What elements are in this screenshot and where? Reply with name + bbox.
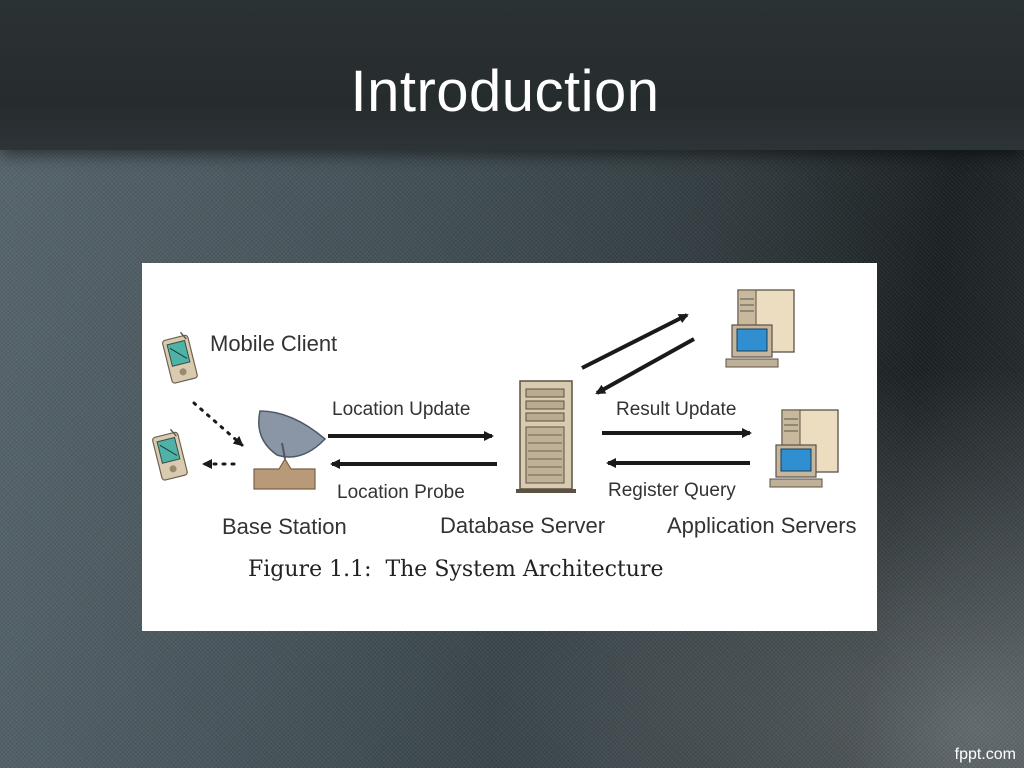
watermark: fppt.com (954, 746, 1016, 763)
mobile-client-label: Mobile Client (210, 331, 337, 356)
title-band: Introduction (0, 0, 1024, 150)
figure-caption: Figure 1.1: The System Architecture (248, 557, 664, 582)
pda-icon (152, 428, 188, 481)
server-tower-icon (516, 380, 576, 493)
satellite-dish-icon (253, 410, 327, 490)
location-probe-label: Location Probe (337, 482, 465, 503)
database-server-label: Database Server (440, 513, 605, 538)
base-station-label: Base Station (222, 514, 347, 539)
arrow-icon (595, 337, 695, 395)
architecture-diagram: Mobile Client Location Update Location P… (152, 289, 857, 582)
result-update-label: Result Update (616, 399, 736, 420)
slide-title: Introduction (350, 59, 660, 124)
pda-icon (162, 331, 198, 384)
wireless-link-in (192, 401, 244, 447)
architecture-figure: Mobile Client Location Update Location P… (142, 263, 877, 631)
workstation-icon (769, 409, 839, 488)
arrow-icon (581, 313, 689, 370)
application-servers-label: Application Servers (667, 513, 857, 538)
location-update-label: Location Update (332, 399, 470, 420)
register-query-label: Register Query (608, 480, 736, 501)
workstation-icon (725, 289, 795, 368)
